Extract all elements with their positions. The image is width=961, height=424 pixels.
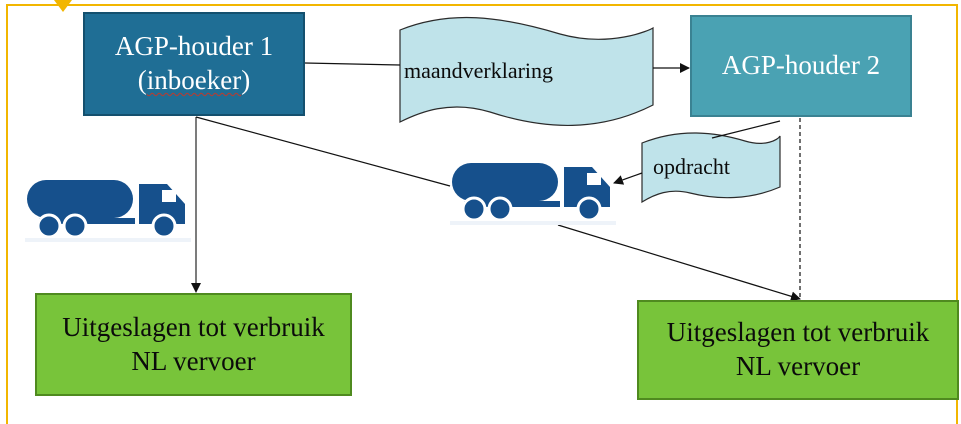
agp-holder-2-title: AGP-houder 2: [721, 50, 881, 81]
connector-agp1-to-truck: [195, 116, 451, 187]
agp-holder-1-title: AGP-houder 1: [114, 31, 274, 62]
outcome-left-box: Uitgeslagen tot verbruik NL vervoer: [35, 293, 352, 396]
outcome-right-line2: NL vervoer: [735, 351, 861, 381]
tanker-truck-icon: [25, 180, 191, 242]
outcome-left-line2: NL vervoer: [131, 345, 256, 376]
monthly-statement-document-shape: [399, 16, 654, 126]
tanker-truck-icon: [450, 163, 616, 225]
connector-order-to-truck: [613, 172, 643, 185]
diagram-frame: [6, 4, 958, 424]
connector-truck-to-right-outcome: [557, 224, 801, 302]
outcome-left-line1: Uitgeslagen tot verbruik: [62, 311, 325, 342]
agp-holder-2-box: AGP-houder 2: [690, 15, 912, 117]
order-document-shape: [641, 132, 781, 204]
outcome-right-box: Uitgeslagen tot verbruik NL vervoer: [637, 300, 959, 400]
order-label: opdracht: [653, 154, 730, 179]
connector-layer: [191, 16, 801, 302]
agp-holder-1-box: AGP-houder 1 (inboeker): [83, 12, 305, 116]
connector-agp2-to-order: [711, 120, 781, 139]
frame-marker: [54, 0, 72, 12]
connector-agp1-to-statement: [304, 62, 401, 66]
monthly-statement-label: maandverklaring: [404, 58, 554, 83]
agp-holder-1-role: (inboeker): [137, 65, 251, 95]
outcome-right-line1: Uitgeslagen tot verbruik: [666, 317, 930, 348]
